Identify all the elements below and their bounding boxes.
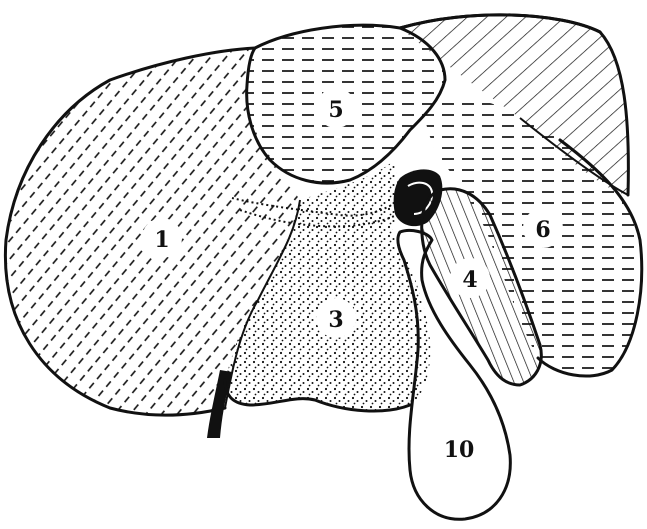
svg-text:3: 3: [328, 307, 343, 333]
svg-text:4: 4: [462, 267, 477, 293]
svg-text:10: 10: [444, 437, 475, 463]
label-1: 1: [142, 218, 182, 258]
label-6: 6: [523, 208, 563, 248]
label-3: 3: [316, 298, 356, 338]
svg-text:6: 6: [535, 217, 550, 243]
label-10: 10: [435, 424, 483, 472]
svg-text:1: 1: [154, 227, 169, 253]
svg-text:5: 5: [328, 97, 343, 123]
label-4: 4: [450, 258, 490, 298]
label-5: 5: [316, 88, 356, 128]
